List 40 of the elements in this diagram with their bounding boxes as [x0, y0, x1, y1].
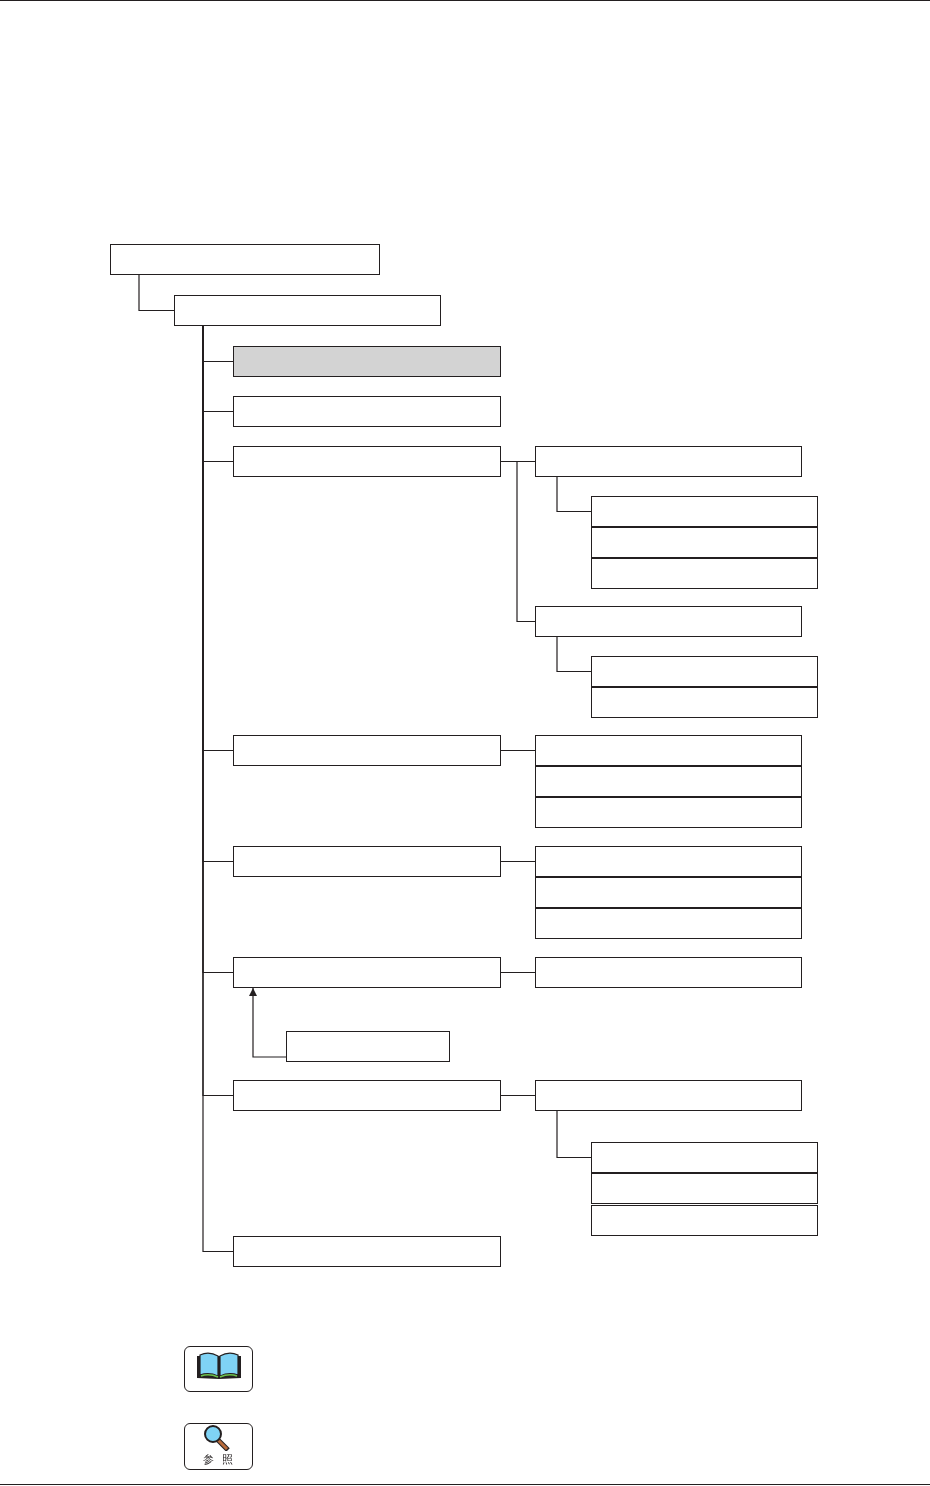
empty-box	[591, 687, 818, 718]
empty-box	[591, 527, 818, 558]
empty-box	[591, 496, 818, 527]
connector-line	[556, 636, 592, 673]
empty-box	[110, 244, 380, 275]
empty-box	[535, 1080, 802, 1111]
empty-box	[535, 735, 802, 766]
empty-box	[591, 1142, 818, 1173]
connector-line	[556, 1110, 592, 1159]
empty-box	[233, 846, 501, 877]
connector-line	[500, 860, 536, 863]
empty-box	[233, 735, 501, 766]
empty-box	[233, 396, 501, 427]
empty-box	[233, 446, 501, 477]
empty-box	[233, 1236, 501, 1267]
arrow	[249, 987, 287, 1058]
connector-line	[500, 1094, 536, 1097]
connector-line	[556, 476, 592, 513]
empty-box	[535, 908, 802, 939]
empty-box	[286, 1031, 450, 1062]
connector-line	[500, 749, 536, 752]
icon-caption: 参照	[203, 1454, 241, 1466]
empty-box	[535, 797, 802, 828]
connector-line	[138, 274, 175, 312]
empty-box	[233, 1080, 501, 1111]
connector-line	[500, 971, 536, 974]
empty-box	[174, 295, 441, 326]
empty-box	[591, 558, 818, 589]
empty-box	[535, 606, 802, 637]
empty-box	[591, 656, 818, 687]
empty-box	[535, 766, 802, 797]
empty-box	[233, 957, 501, 988]
empty-box	[535, 877, 802, 908]
empty-box	[535, 957, 802, 988]
connector-line	[500, 460, 536, 623]
empty-box	[591, 1173, 818, 1204]
empty-box	[591, 1205, 818, 1236]
empty-box	[535, 846, 802, 877]
empty-box	[233, 346, 501, 377]
empty-box	[535, 446, 802, 477]
